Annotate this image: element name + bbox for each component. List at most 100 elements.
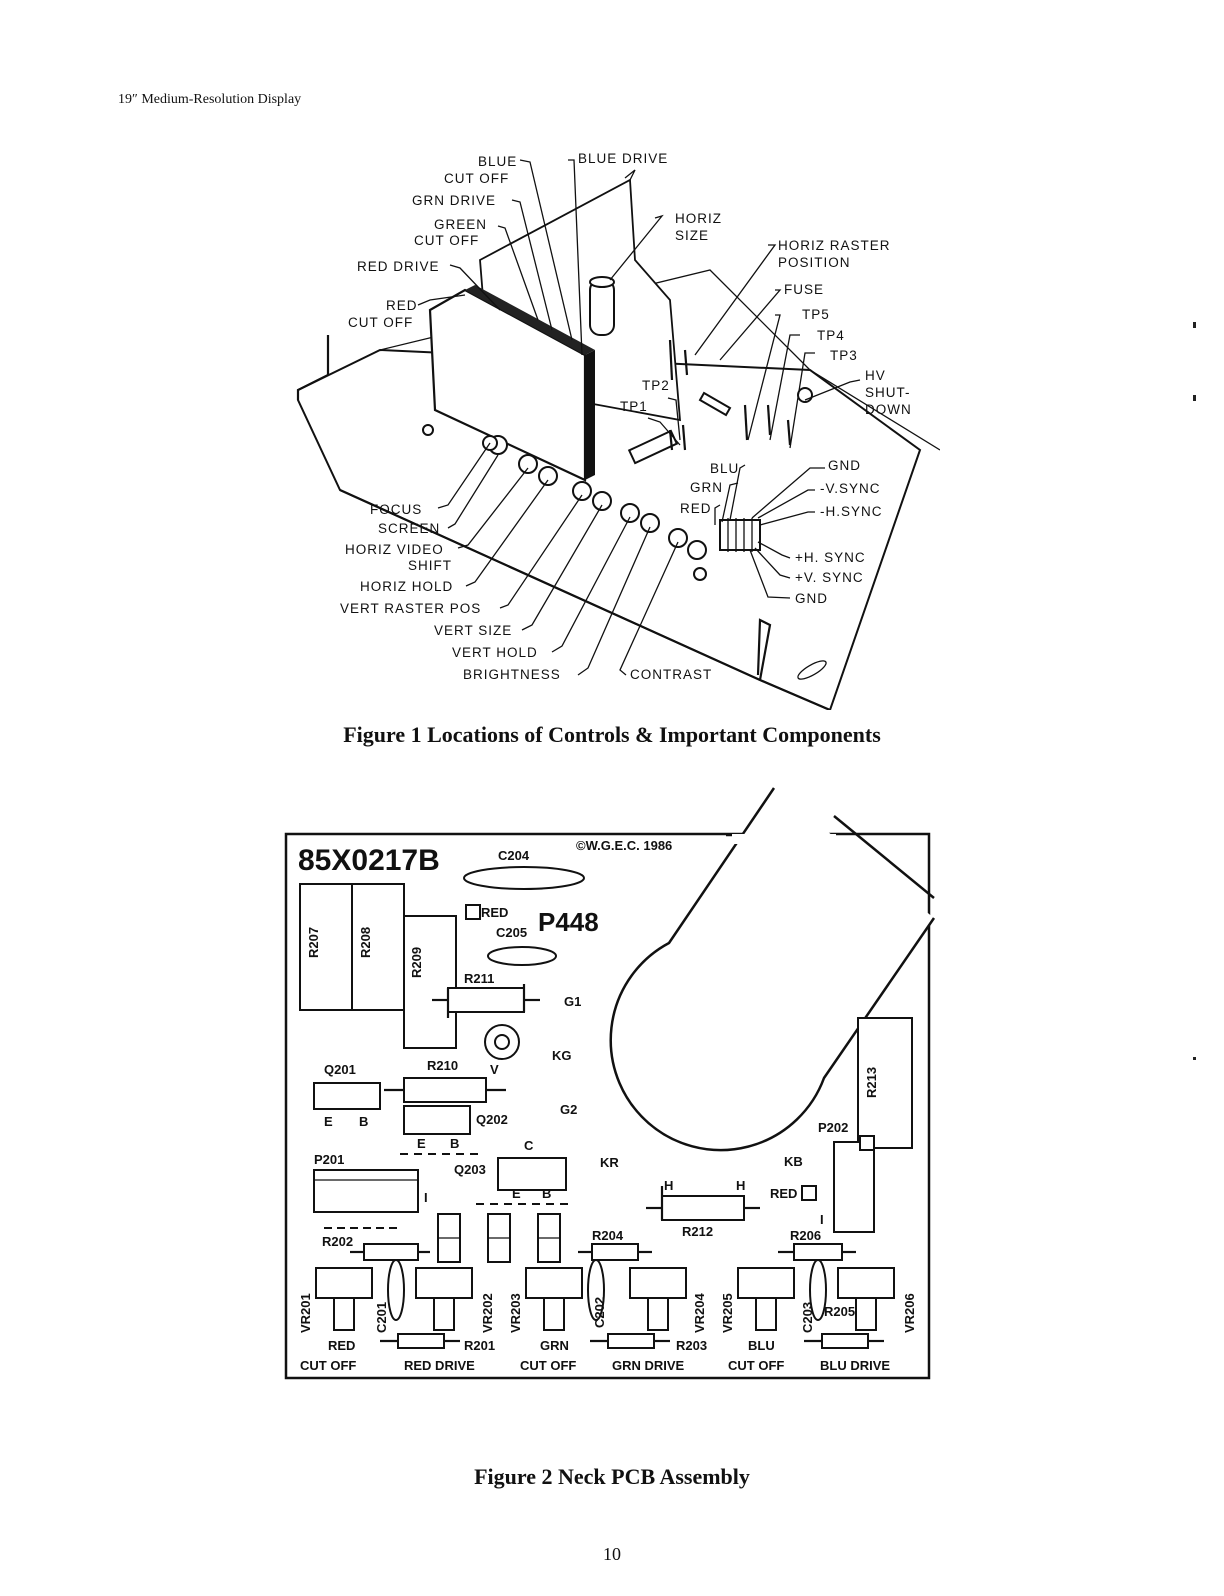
lbl-kg: KG — [552, 1048, 572, 1063]
lbl-vr203: VR203 — [508, 1293, 523, 1333]
lbl-red-bottom: RED — [328, 1338, 355, 1353]
lbl-vert-raster-pos: VERT RASTER POS — [340, 601, 481, 616]
page-header: 19″ Medium-Resolution Display — [118, 92, 302, 107]
lbl-vr206: VR206 — [902, 1293, 917, 1333]
lbl-g2: G2 — [560, 1102, 577, 1117]
lbl-r212: R212 — [682, 1224, 713, 1239]
lbl-b1: B — [359, 1114, 368, 1129]
lbl-blu-bottom: BLU — [748, 1338, 775, 1353]
lbl-b3: B — [542, 1186, 551, 1201]
lbl-red: RED — [680, 501, 712, 516]
lbl-horiz-hold: HORIZ HOLD — [360, 579, 453, 594]
lbl-tp3: TP3 — [830, 348, 858, 363]
lbl-gnd-bottom: GND — [795, 591, 828, 606]
lbl-grn-bottom: GRN — [540, 1338, 569, 1353]
lbl-horiz-video-1: HORIZ VIDEO — [345, 542, 444, 557]
lbl-v-sync-neg: -V.SYNC — [820, 481, 881, 496]
lbl-r202: R202 — [322, 1234, 353, 1249]
lbl-r207: R207 — [306, 927, 321, 958]
lbl-h1: H — [664, 1178, 673, 1193]
lbl-vr204: VR204 — [692, 1292, 707, 1333]
lbl-e2: E — [417, 1136, 426, 1151]
page-number: 10 — [603, 1544, 621, 1564]
lbl-vr205: VR205 — [720, 1293, 735, 1333]
crt-socket-outline — [609, 787, 936, 1152]
lbl-horiz-raster-2: POSITION — [778, 255, 851, 270]
lbl-blu-cutoff: CUT OFF — [728, 1358, 784, 1373]
figure-2-diagram: 85X0217B C204 ©W.G.E.C. 1986 RED P448 C2… — [284, 787, 936, 1380]
lbl-p202: P202 — [818, 1120, 848, 1135]
lbl-blu-drive: BLU DRIVE — [820, 1358, 890, 1373]
lbl-red-drive: RED DRIVE — [357, 259, 440, 274]
lbl-vr201: VR201 — [298, 1293, 313, 1333]
pots-row — [482, 435, 707, 560]
lbl-r210: R210 — [427, 1058, 458, 1073]
lbl-h-sync-pos: +H. SYNC — [795, 550, 866, 565]
figure-1-diagram: BLUE CUT OFF BLUE DRIVE GRN DRIVE GREEN … — [296, 151, 940, 710]
lbl-red-cutoff: CUT OFF — [300, 1358, 356, 1373]
lbl-one-1: I — [424, 1190, 428, 1205]
lbl-red-cut-off-1: RED — [386, 298, 418, 313]
lbl-red-box-2: RED — [770, 1186, 797, 1201]
lbl-hv-3: DOWN — [865, 402, 912, 417]
lbl-r209: R209 — [409, 947, 424, 978]
vr-pots — [315, 1267, 895, 1331]
lbl-fuse: FUSE — [784, 282, 824, 297]
lbl-c203: C203 — [800, 1302, 815, 1333]
lbl-g1: G1 — [564, 994, 581, 1009]
lbl-red-box: RED — [481, 905, 508, 920]
lbl-tp5: TP5 — [802, 307, 830, 322]
leader-lines — [417, 159, 861, 676]
lbl-brightness: BRIGHTNESS — [463, 667, 561, 682]
lbl-v: V — [490, 1062, 499, 1077]
lbl-gnd-top: GND — [828, 458, 861, 473]
lbl-r204: R204 — [592, 1228, 624, 1243]
lbl-c205: C205 — [496, 925, 527, 940]
lbl-copyright: ©W.G.E.C. 1986 — [576, 838, 672, 853]
lbl-horiz-video-2: SHIFT — [408, 558, 452, 573]
lbl-q202: Q202 — [476, 1112, 508, 1127]
lbl-c: C — [524, 1138, 534, 1153]
lbl-grn: GRN — [690, 480, 723, 495]
board-id: 85X0217B — [298, 844, 440, 877]
lbl-red-drive: RED DRIVE — [404, 1358, 475, 1373]
lbl-h-sync-neg: -H.SYNC — [820, 504, 883, 519]
lbl-b2: B — [450, 1136, 459, 1151]
lbl-contrast: CONTRAST — [630, 667, 712, 682]
lbl-blue-cut-off-2: CUT OFF — [444, 171, 509, 186]
figure-2-caption: Figure 2 Neck PCB Assembly — [474, 1464, 750, 1489]
lbl-vert-size: VERT SIZE — [434, 623, 512, 638]
lbl-horiz-size-1: HORIZ — [675, 211, 722, 226]
lbl-r205: R205 — [824, 1304, 855, 1319]
scan-mark — [1193, 1057, 1196, 1060]
lbl-red-cut-off-2: CUT OFF — [348, 315, 413, 330]
lbl-r206: R206 — [790, 1228, 821, 1243]
lbl-c201: C201 — [374, 1302, 389, 1333]
lbl-screen: SCREEN — [378, 521, 440, 536]
lbl-e1: E — [324, 1114, 333, 1129]
lbl-grn-drive: GRN DRIVE — [612, 1358, 685, 1373]
lbl-blue-cut-off-1: BLUE — [478, 154, 517, 169]
lbl-tp1: TP1 — [620, 399, 648, 414]
lbl-focus: FOCUS — [370, 502, 422, 517]
lbl-vr202: VR202 — [480, 1293, 495, 1333]
lbl-tp4: TP4 — [817, 328, 845, 343]
figure-1-caption: Figure 1 Locations of Controls & Importa… — [343, 722, 881, 747]
lbl-tp2: TP2 — [642, 378, 670, 393]
lbl-one-2: I — [820, 1212, 824, 1227]
lbl-p201: P201 — [314, 1152, 344, 1167]
lbl-r203: R203 — [676, 1338, 707, 1353]
scan-mark — [1193, 322, 1196, 328]
lbl-grn-drive: GRN DRIVE — [412, 193, 496, 208]
lbl-horiz-size-2: SIZE — [675, 228, 709, 243]
lbl-horiz-raster-1: HORIZ RASTER — [778, 238, 891, 253]
lbl-r211: R211 — [464, 971, 494, 986]
lbl-kb: KB — [784, 1154, 803, 1169]
lbl-grn-cutoff: CUT OFF — [520, 1358, 576, 1373]
lbl-hv-1: HV — [865, 368, 886, 383]
lbl-v-sync-pos: +V. SYNC — [795, 570, 864, 585]
lbl-q201: Q201 — [324, 1062, 356, 1077]
lbl-hv-2: SHUT- — [865, 385, 911, 400]
lbl-h2: H — [736, 1178, 745, 1193]
lbl-vert-hold: VERT HOLD — [452, 645, 538, 660]
